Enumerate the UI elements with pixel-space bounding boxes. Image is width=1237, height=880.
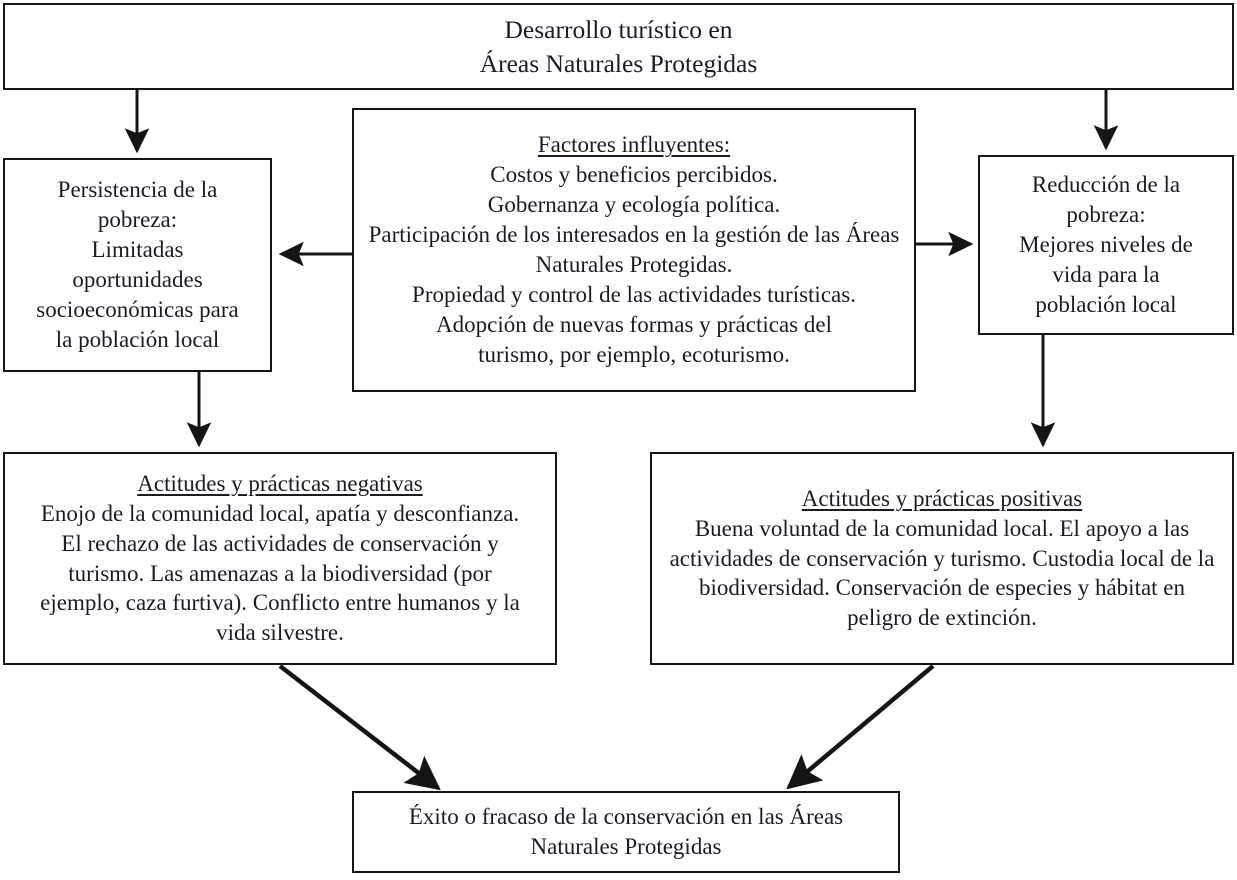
node-tourism-development: Desarrollo turístico en Áreas Naturales … — [3, 3, 1234, 90]
node-influencing-factors-item-4: Propiedad y control de las actividades t… — [412, 281, 856, 307]
node-poverty-reduction-line-5: población local — [1035, 291, 1177, 317]
node-poverty-reduction-line-3: Mejores niveles de — [1019, 232, 1193, 258]
node-positive-attitudes-body: Buena voluntad de la comunidad local. El… — [669, 515, 1215, 631]
node-influencing-factors-item-5: Adopción de nuevas formas y prácticas de… — [436, 311, 832, 367]
node-conservation-outcome-line-1: Éxito o fracaso de la conservación en la… — [408, 804, 844, 830]
node-influencing-factors-item-2: Gobernanza y ecología política. — [487, 192, 781, 218]
node-tourism-development-line-2: Áreas Naturales Protegidas — [479, 48, 758, 78]
node-tourism-development-line-1: Desarrollo turístico en — [504, 15, 733, 45]
node-poverty-reduction-line-1: Reducción de la — [1031, 172, 1181, 198]
connector-positive-to-outcome — [786, 664, 935, 790]
node-poverty-persistence-line-2: pobreza: — [97, 207, 178, 233]
node-negative-attitudes-heading: Actitudes y prácticas negativas — [137, 470, 423, 496]
node-poverty-persistence-line-1: Persistencia de la — [57, 177, 218, 203]
node-influencing-factors-item-3: Participación de los interesados en la g… — [368, 222, 900, 277]
node-influencing-factors-item-1: Costos y beneficios percibidos. — [490, 162, 778, 188]
node-positive-attitudes: Actitudes y prácticas positivas Buena vo… — [650, 452, 1234, 665]
node-conservation-outcome-line-2: Naturales Protegidas — [530, 834, 722, 859]
node-negative-attitudes-body: Enojo de la comunidad local, apatía y de… — [40, 500, 520, 646]
node-poverty-reduction: Reducción de la pobreza: Mejores niveles… — [978, 155, 1234, 335]
node-positive-attitudes-heading-wrap: Actitudes y prácticas positivas — [802, 484, 1082, 514]
node-negative-attitudes-heading-wrap: Actitudes y prácticas negativas — [137, 469, 422, 499]
node-conservation-outcome: Éxito o fracaso de la conservación en la… — [352, 791, 900, 873]
node-poverty-persistence-line-6: la población local — [55, 326, 220, 352]
node-positive-attitudes-heading: Actitudes y prácticas positivas — [801, 485, 1083, 511]
node-poverty-reduction-line-2: pobreza: — [1066, 202, 1146, 228]
node-negative-attitudes: Actitudes y prácticas negativas Enojo de… — [3, 452, 557, 665]
node-poverty-persistence-line-4: oportunidades — [72, 267, 203, 292]
node-poverty-reduction-line-4: vida para la — [1052, 261, 1160, 287]
node-poverty-persistence-line-5: socioeconómicas para — [36, 296, 239, 322]
node-poverty-persistence: Persistencia de la pobreza: Limitadas op… — [3, 158, 272, 372]
node-poverty-persistence-line-3: Limitadas — [91, 237, 184, 263]
connector-negative-to-outcome — [278, 664, 441, 791]
node-influencing-factors-heading-wrap: Factores influyentes: — [538, 130, 730, 160]
node-influencing-factors-heading: Factores influyentes: — [537, 132, 731, 158]
node-influencing-factors: Factores influyentes: Costos y beneficio… — [352, 108, 916, 392]
